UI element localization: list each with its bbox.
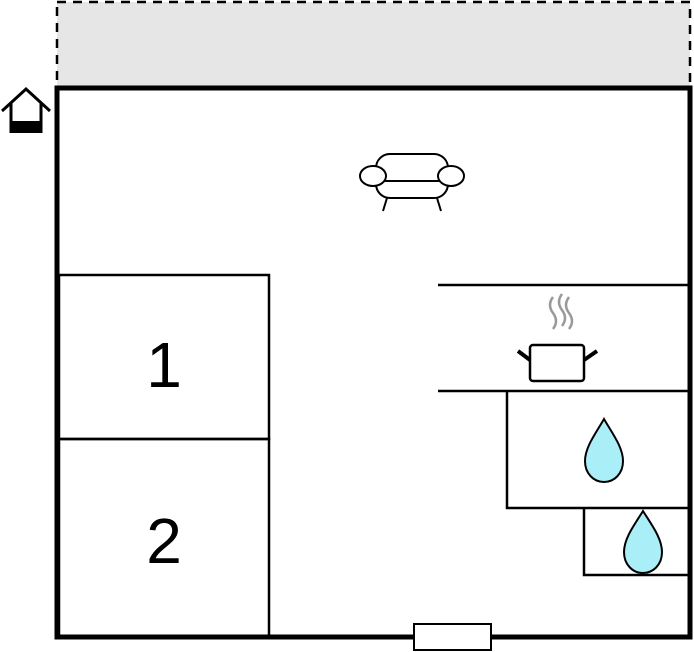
room-2: [57, 437, 271, 638]
window-icon: [413, 623, 492, 651]
room-1-label: 1: [146, 329, 182, 401]
water-drop-icon: [583, 416, 625, 484]
cooking-pot-icon: [516, 293, 599, 383]
house-entrance-icon: [0, 86, 52, 133]
bathroom-walls: [505, 391, 688, 510]
wc-walls: [582, 508, 688, 577]
room-2-label: 2: [146, 505, 182, 577]
sofa-icon: [359, 153, 465, 212]
terrace-area: [55, 0, 692, 90]
water-drop-icon: [622, 509, 664, 575]
